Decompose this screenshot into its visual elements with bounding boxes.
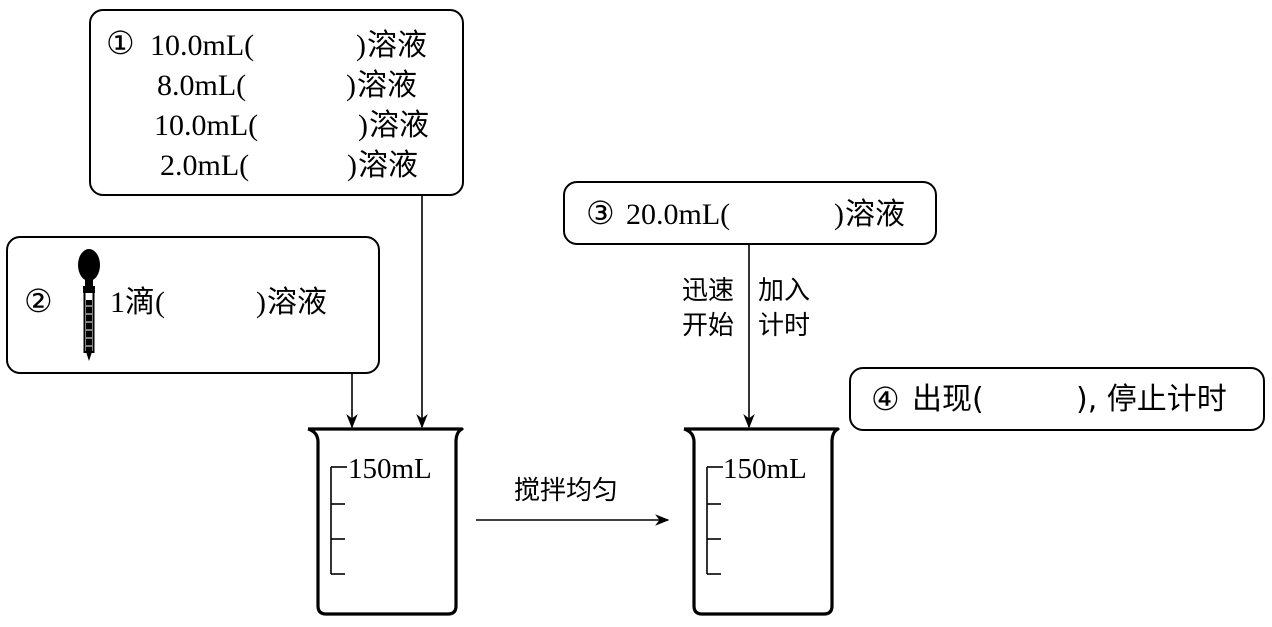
box2-unit: 溶液: [267, 285, 327, 320]
step-number-4: ④: [871, 380, 900, 418]
reagent-box-1: [89, 9, 464, 196]
box1-line1-amount: 10.0mL(: [150, 29, 255, 62]
box1-line4-close: ): [347, 149, 357, 182]
box1-line4-amount: 2.0mL(: [160, 149, 250, 182]
box3-unit: 溶液: [845, 197, 905, 232]
box3-close: ): [834, 198, 844, 231]
beaker-right: [683, 427, 840, 616]
box4-text2: ), 停止计时: [1076, 382, 1227, 417]
box1-line2-amount: 8.0mL(: [157, 69, 247, 102]
arrow-label-left-1: 迅速: [682, 276, 735, 306]
arrow-label-left-2: 开始: [682, 311, 735, 341]
step-number-1: ①: [106, 24, 135, 62]
box1-line2-unit: 溶液: [357, 68, 417, 103]
box2-close: ): [256, 286, 266, 319]
box1-line1-unit: 溶液: [367, 28, 427, 63]
arrow-label-right-2: 计时: [758, 311, 811, 341]
box1-line4-unit: 溶液: [358, 148, 418, 183]
reagent-box-2: [6, 236, 380, 374]
box4-text1: 出现(: [912, 382, 984, 417]
step-number-3: ③: [586, 194, 615, 232]
dropper-icon: [78, 249, 100, 361]
step-number-2: ②: [24, 282, 53, 320]
box2-amount: 1滴(: [110, 286, 165, 319]
box1-line3-unit: 溶液: [369, 108, 429, 143]
endpoint-box-4: [849, 367, 1265, 431]
box1-line1-close: ): [356, 29, 366, 62]
box1-line3-close: ): [358, 109, 368, 142]
beaker-right-capacity: 150mL: [723, 453, 807, 485]
box3-amount: 20.0mL(: [626, 198, 731, 231]
box1-line2-close: ): [346, 69, 356, 102]
stir-label: 搅拌均匀: [514, 476, 619, 506]
box1-line3-amount: 10.0mL(: [154, 109, 259, 142]
reagent-box-3: [563, 181, 937, 245]
arrow-label-right-1: 加入: [758, 276, 811, 306]
beaker-left-capacity: 150mL: [348, 453, 432, 485]
beaker-left: [307, 427, 464, 616]
